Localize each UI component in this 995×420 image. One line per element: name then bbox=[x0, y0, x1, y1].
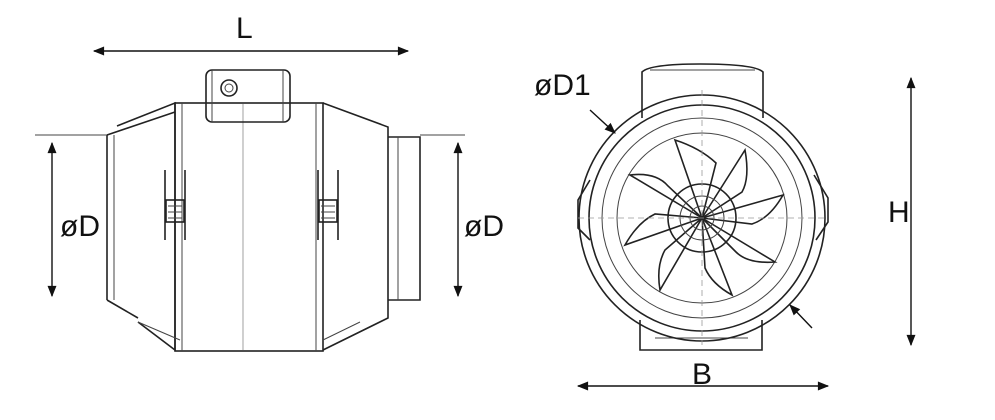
outer-diameter-pointer-top bbox=[589, 109, 616, 134]
right-clamp bbox=[317, 170, 339, 240]
terminal-box bbox=[205, 69, 291, 123]
height-label: H bbox=[888, 196, 910, 229]
length-label: L bbox=[236, 12, 253, 45]
right-cone bbox=[322, 102, 389, 351]
width-label: B bbox=[692, 358, 712, 391]
front-terminal-box bbox=[641, 63, 764, 118]
left-cone bbox=[116, 101, 176, 352]
front-right-clamp bbox=[813, 174, 829, 241]
left-diameter-label: øD bbox=[60, 210, 100, 243]
impeller bbox=[623, 138, 785, 297]
side-view: L øD øD bbox=[35, 12, 504, 352]
right-duct-stub bbox=[388, 136, 421, 301]
front-view: øD1 H B bbox=[534, 63, 916, 391]
front-base bbox=[639, 320, 763, 351]
front-left-clamp bbox=[577, 179, 591, 241]
main-housing bbox=[174, 102, 324, 352]
right-diameter-label: øD bbox=[464, 210, 504, 243]
outer-diameter-pointer-bottom bbox=[789, 304, 813, 329]
cable-gland bbox=[220, 79, 238, 97]
left-clamp bbox=[164, 170, 186, 240]
outer-diameter-label: øD1 bbox=[534, 69, 591, 102]
